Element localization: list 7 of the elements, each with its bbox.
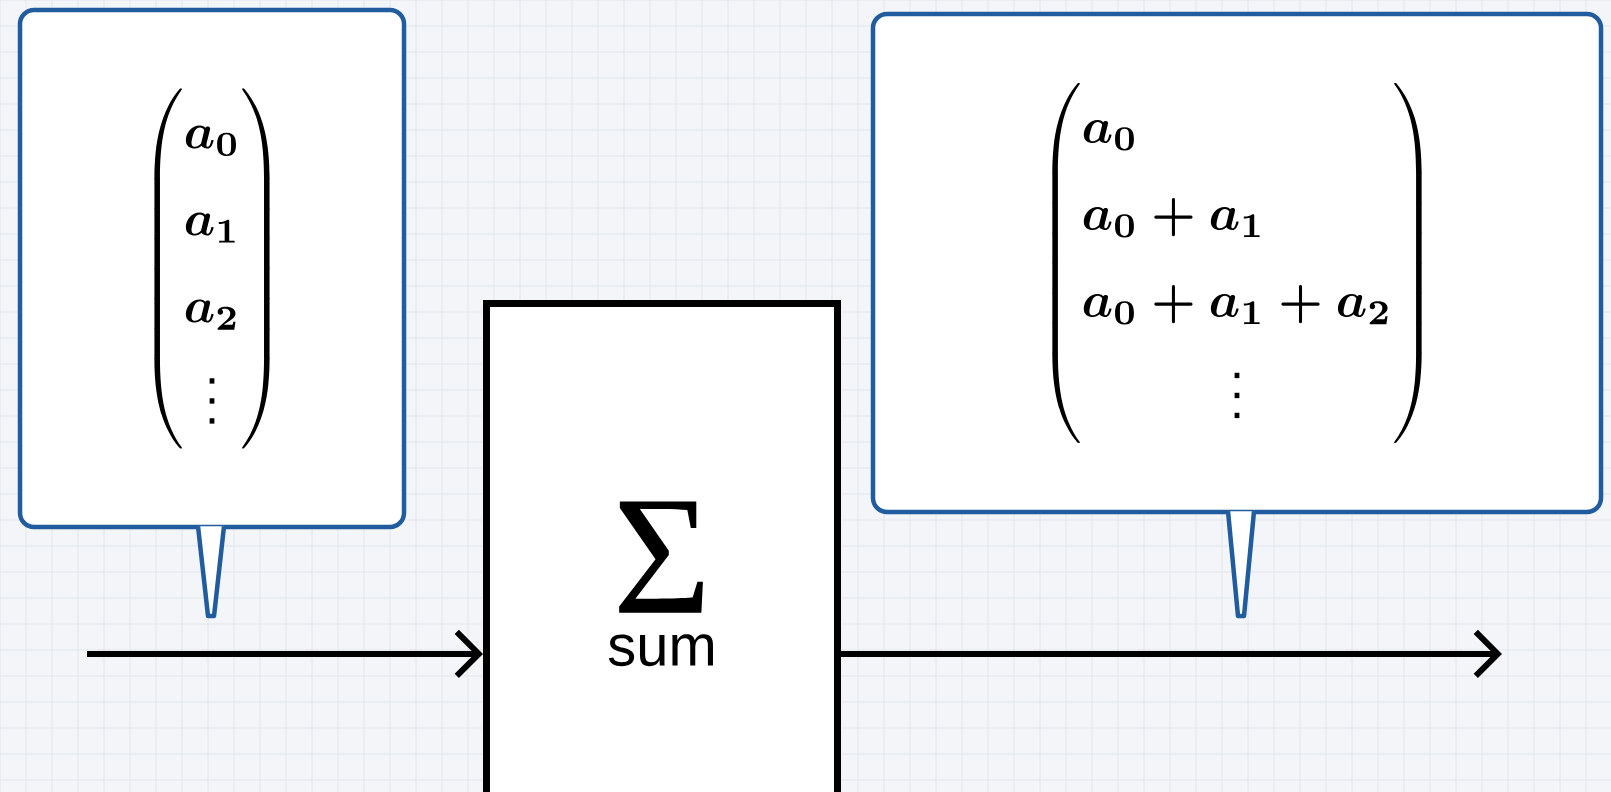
callout-bubble: $\begin{pmatrix} a_0 \hfill \\ a_0 + a_1 \hfill \\ a_0 + a_1 + a_2 \\ \vdots \end{pmatrix}$ xyxy=(870,11,1604,515)
arrow xyxy=(841,629,1502,679)
arrow xyxy=(87,629,483,679)
callout-tail xyxy=(195,524,227,619)
sum-block: Σ sum xyxy=(483,300,841,792)
callout-bubble: $\begin{pmatrix} a_0 \\ a_1 \\ a_2 \\ \vdots \end{pmatrix}$ xyxy=(17,7,407,530)
callout-tail xyxy=(1225,509,1257,619)
